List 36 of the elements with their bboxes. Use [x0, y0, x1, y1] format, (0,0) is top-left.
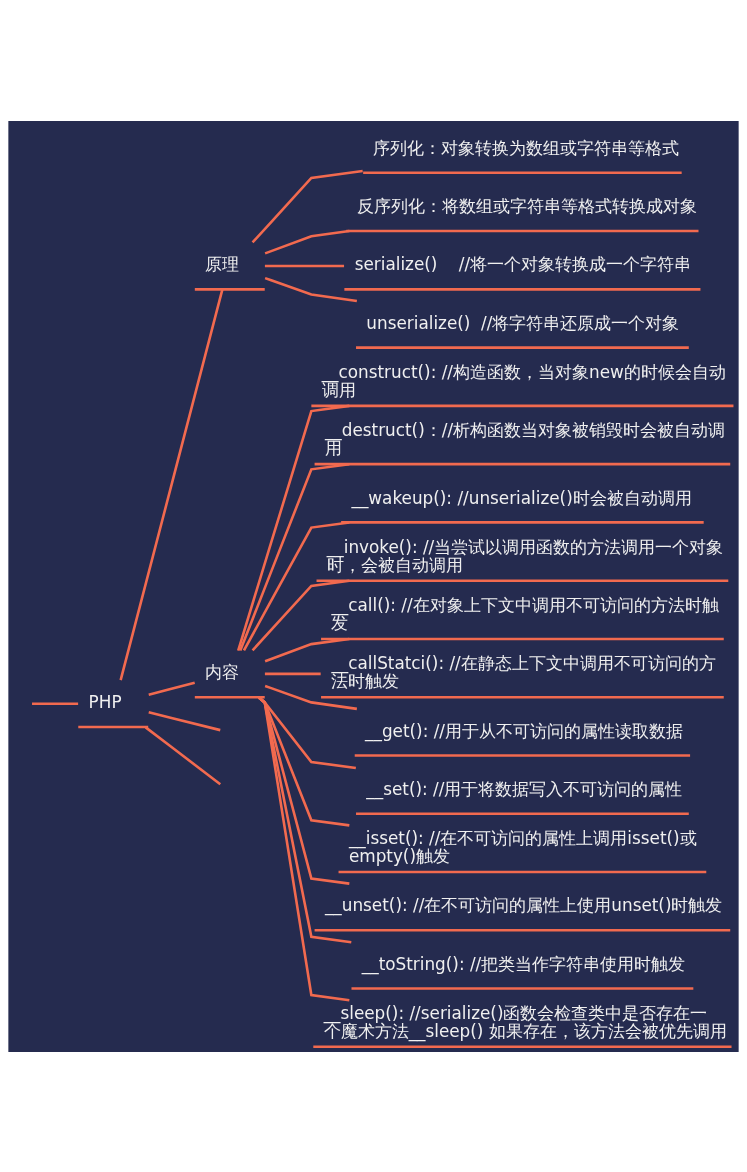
connector — [264, 684, 358, 710]
connector — [148, 710, 221, 731]
connector — [251, 578, 350, 651]
connector — [144, 725, 222, 785]
connector — [258, 695, 350, 1001]
node-text: __get(): //用于从不可访问的属性读取数据 — [365, 720, 684, 741]
connector — [119, 288, 224, 680]
node-text: unserialize() //将字符串还原成一个对象 — [366, 312, 680, 333]
node-text: __destruct()：//析构函数当对象被销毁时会被自动调用 — [324, 419, 726, 458]
connector — [251, 169, 363, 243]
connector — [32, 701, 79, 705]
node-text: __set(): //用于将数据写入不可访问的属性 — [366, 778, 683, 799]
connector — [264, 637, 350, 662]
node-text: __call(): //在对象上下文中调用不可访问的方法时触发 — [331, 594, 719, 633]
node-text: __isset(): //在不可访问的属性上调用isset()或empty()触发 — [348, 827, 697, 866]
node-text: 原理 — [205, 253, 240, 274]
node-text: 序列化：对象转换为数组或字符串等格式 — [373, 137, 680, 158]
connector — [264, 672, 321, 675]
connector — [264, 264, 345, 267]
connector — [264, 229, 350, 255]
node-text: serialize() //将一个对象转换成一个字符串 — [354, 253, 692, 274]
connector — [242, 520, 350, 651]
node-text: 内容 — [205, 661, 240, 682]
connector — [264, 276, 358, 302]
node-text: __toString(): //把类当作字符串使用时触发 — [361, 953, 686, 974]
node-text: __unset(): //在不可访问的属性上使用unset()时触发 — [324, 894, 723, 915]
node-text: PHP — [88, 691, 122, 712]
node-text: __sleep(): //serialize()函数会检查类中是否存在一个魔术方法__sleep() 如果存在，该方法会被优先调用 — [323, 1002, 727, 1041]
connector — [239, 462, 350, 651]
node-text: __construct(): //构造函数，当对象new的时候会自动调用 — [321, 361, 726, 400]
node-text: __callStatci(): //在静态上下文中调用不可访问的方法时触发 — [331, 652, 716, 691]
node-text: __wakeup(): //unserialize()时会被自动调用 — [351, 487, 692, 507]
connector — [148, 680, 196, 696]
connector — [236, 404, 350, 651]
node-text: __invoke(): //当尝试以调用函数的方法调用一个对象时，会被自动调用 — [326, 536, 724, 575]
node-text: 反序列化：将数组或字符串等格式转换成对象 — [356, 195, 697, 216]
